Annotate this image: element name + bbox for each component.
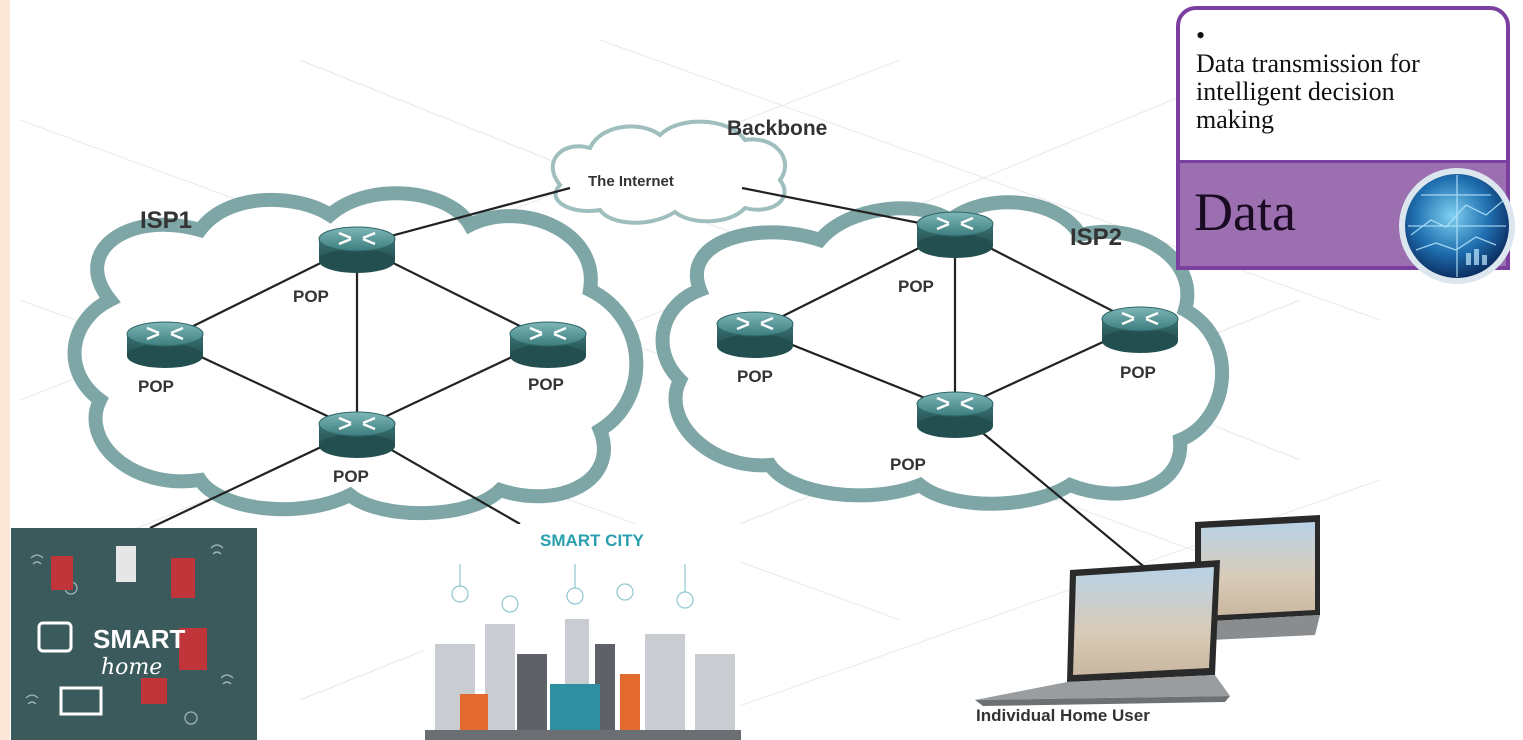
router-isp1-bottom bbox=[317, 410, 397, 460]
laptops-illustration bbox=[975, 515, 1320, 706]
smart-city-title: SMART CITY bbox=[540, 531, 645, 550]
isp1-label: ISP1 bbox=[140, 207, 192, 234]
smart-home-title: SMART bbox=[93, 624, 186, 654]
router-isp1-top bbox=[317, 225, 397, 275]
pop-label-isp1-bottom: POP bbox=[333, 467, 369, 486]
info-card-text: Data transmission for intelligent decisi… bbox=[1196, 49, 1420, 134]
pop-label-isp1-left: POP bbox=[138, 377, 174, 396]
router-isp2-bottom bbox=[915, 390, 995, 440]
smart-home-illustration: SMART home bbox=[25, 544, 234, 725]
backbone-label: Backbone bbox=[727, 117, 827, 140]
pop-label-isp2-left: POP bbox=[737, 367, 773, 386]
pop-label-isp2-top: POP bbox=[898, 277, 934, 296]
pop-label-isp1-top: POP bbox=[293, 287, 329, 306]
left-accent-strip bbox=[0, 0, 10, 740]
isp2-cloud bbox=[655, 195, 1230, 511]
router-isp1-left bbox=[125, 320, 205, 370]
router-isp1-right bbox=[508, 320, 588, 370]
home-user-caption: Individual Home User bbox=[976, 706, 1150, 725]
smart-city-illustration: SMART CITY bbox=[425, 531, 741, 740]
router-isp2-left bbox=[715, 310, 795, 360]
smart-home-image: SMART home bbox=[11, 528, 257, 740]
isp1-cloud bbox=[67, 186, 644, 521]
info-card-description: •Data transmission for intelligent decis… bbox=[1180, 10, 1506, 160]
isp2-label: ISP2 bbox=[1070, 224, 1122, 251]
pop-label-isp2-bottom: POP bbox=[890, 455, 926, 474]
internet-label: The Internet bbox=[588, 173, 674, 190]
internet-cloud bbox=[550, 119, 787, 225]
smart-city-image: SMART CITY bbox=[425, 524, 741, 740]
pop-label-isp1-right: POP bbox=[528, 375, 564, 394]
laptops-image bbox=[975, 510, 1320, 740]
pop-label-isp2-right: POP bbox=[1120, 363, 1156, 382]
info-card-title: Data bbox=[1194, 182, 1296, 242]
data-globe-icon bbox=[1399, 168, 1515, 284]
bullet-mark: • bbox=[1196, 21, 1206, 50]
router-isp2-right bbox=[1100, 305, 1180, 355]
smart-home-subtitle: home bbox=[101, 655, 162, 680]
router-isp2-top bbox=[915, 210, 995, 260]
